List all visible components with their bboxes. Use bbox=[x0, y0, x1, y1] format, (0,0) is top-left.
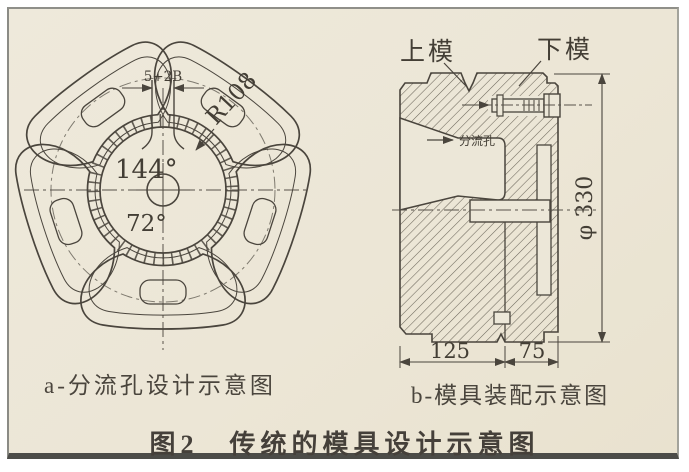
angle-72-label: 72° bbox=[126, 211, 167, 237]
panel-a-caption: a-分流孔设计示意图 bbox=[44, 373, 276, 398]
diameter-label: φ 330 bbox=[573, 176, 598, 240]
hub-circle bbox=[99, 126, 227, 254]
panel-a-drawing: 5+2B R108 144° 72° bbox=[8, 28, 322, 350]
upper-die-label: 上模 bbox=[400, 37, 456, 66]
width-dimensions: 125 75 bbox=[399, 336, 559, 368]
upper-die-leader bbox=[443, 62, 467, 87]
port-label: 分流孔 bbox=[459, 134, 495, 148]
key-block bbox=[493, 311, 511, 325]
figure-caption: 图2 传统的模具设计示意图 bbox=[149, 430, 540, 459]
paper-background bbox=[7, 7, 679, 459]
mandrel-stem bbox=[469, 199, 551, 223]
petal bbox=[191, 128, 322, 312]
width-125-label: 125 bbox=[430, 339, 470, 363]
bolt bbox=[462, 93, 592, 118]
bridge-width-dimension: 5+2B bbox=[122, 69, 204, 92]
radius-callout: R108 bbox=[195, 68, 262, 151]
lower-die-leader bbox=[518, 60, 542, 87]
angle-144-label: 144° bbox=[115, 155, 178, 185]
width-75-label: 75 bbox=[519, 339, 546, 363]
panel-b-caption: b-模具装配示意图 bbox=[411, 383, 610, 408]
diameter-dimension: φ 330 bbox=[548, 73, 610, 343]
bridge-width-label: 5+2B bbox=[144, 69, 182, 85]
die-face bbox=[8, 28, 322, 330]
lower-die-label: 下模 bbox=[537, 35, 593, 64]
port-callout: 分流孔 bbox=[427, 134, 495, 148]
pitch-circle bbox=[50, 77, 276, 303]
hub-tick-ring bbox=[87, 114, 239, 266]
panel-b-drawing: 分流孔 上模 下模 φ 330 125 75 bbox=[392, 35, 610, 368]
radius-label: R108 bbox=[201, 68, 262, 131]
